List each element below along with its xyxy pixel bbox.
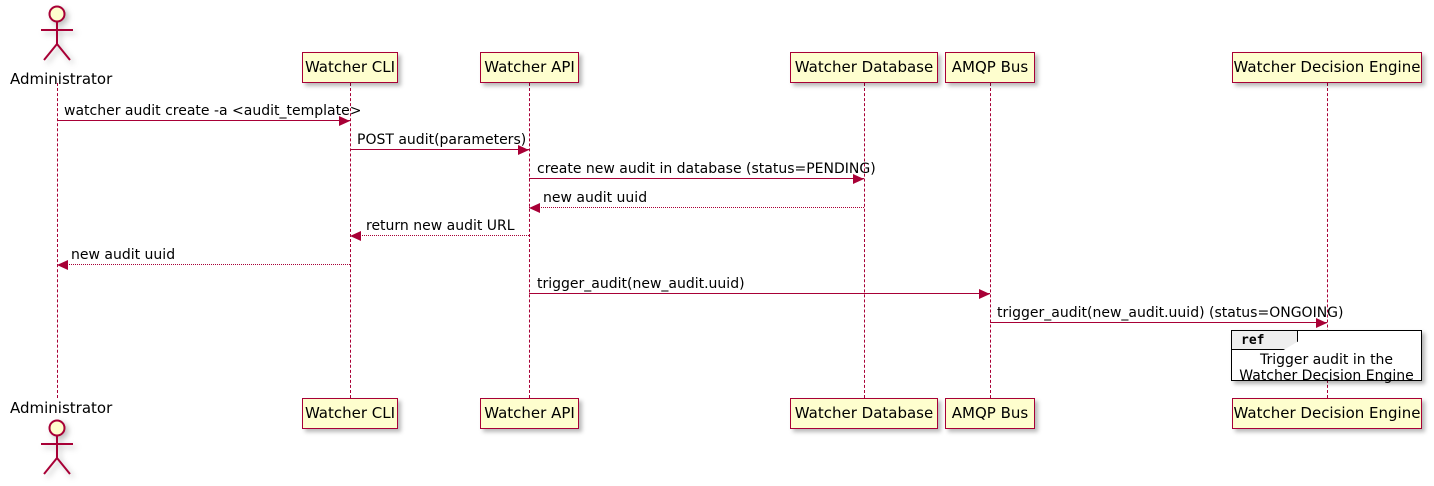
message-arrowhead-3 [853,173,864,184]
message-arrowhead-8 [1316,317,1327,328]
participant-label: AMQP Bus [951,404,1029,422]
message-line-8 [990,322,1327,323]
participant-label: Watcher API [484,404,575,422]
participant-box-amqp-bus-top[interactable]: AMQP Bus [945,52,1035,83]
message-label-6: new audit uuid [71,247,176,263]
participant-box-watcher-api-bottom[interactable]: Watcher API [480,398,579,429]
participant-label: Watcher CLI [304,58,396,76]
actor-administrator-bottom[interactable] [35,418,79,476]
message-arrowhead-2 [518,144,529,155]
message-line-7 [529,293,990,294]
message-arrowhead-1 [339,115,350,126]
participant-box-watcher-cli-top[interactable]: Watcher CLI [302,52,398,83]
participant-label: Watcher Decision Engine [1233,58,1421,76]
message-arrowhead-5 [350,230,361,241]
message-line-2 [350,149,529,150]
message-line-6 [57,264,350,265]
participant-box-amqp-bus-bottom[interactable]: AMQP Bus [945,398,1035,429]
lifeline-administrator [57,83,58,398]
message-label-8: trigger_audit(new_audit.uuid) (status=ON… [997,305,1344,321]
participant-label: Watcher Decision Engine [1233,404,1421,422]
message-arrowhead-4 [529,202,540,213]
message-label-5: return new audit URL [366,218,515,234]
message-label-4: new audit uuid [543,190,648,206]
message-arrowhead-7 [979,288,990,299]
participant-box-watcher-decision-engine-top[interactable]: Watcher Decision Engine [1232,52,1422,83]
message-label-1: watcher audit create -a <audit_template> [64,103,362,119]
actor-administrator-label-bottom: Administrator [10,399,113,417]
lifeline-watcher-api [529,83,530,398]
participant-label: Watcher CLI [304,404,396,422]
participant-box-watcher-api-top[interactable]: Watcher API [480,52,579,83]
lifeline-watcher-database [864,83,865,398]
message-line-4 [529,207,864,208]
fragment-body-line: Trigger audit in the [1259,352,1394,368]
actor-administrator-top[interactable] [35,4,79,62]
participant-label: Watcher Database [794,58,934,76]
actor-administrator-label-top: Administrator [10,70,113,88]
participant-label: AMQP Bus [951,58,1029,76]
fragment-header-tab [1232,331,1298,350]
participant-box-watcher-database-top[interactable]: Watcher Database [790,52,938,83]
message-label-7: trigger_audit(new_audit.uuid) [537,276,745,292]
message-line-5 [350,235,529,236]
message-arrowhead-6 [57,259,68,270]
lifeline-watcher-cli [350,83,351,398]
message-label-2: POST audit(parameters) [357,132,527,148]
participant-label: Watcher Database [794,404,934,422]
participant-box-watcher-cli-bottom[interactable]: Watcher CLI [302,398,398,429]
message-line-3 [529,178,864,179]
participant-box-watcher-decision-engine-bottom[interactable]: Watcher Decision Engine [1232,398,1422,429]
participant-label: Watcher API [484,58,575,76]
actor-stick-figure-icon [41,419,73,475]
lifeline-amqp-bus [990,83,991,398]
message-label-3: create new audit in database (status=PEN… [537,161,876,177]
actor-stick-figure-icon [41,5,73,61]
fragment-body-line: Watcher Decision Engine [1239,368,1414,384]
message-line-1 [57,120,350,121]
participant-box-watcher-database-bottom[interactable]: Watcher Database [790,398,938,429]
lifeline-watcher-decision-engine [1327,83,1328,398]
fragment-kind-label: ref [1241,333,1265,348]
